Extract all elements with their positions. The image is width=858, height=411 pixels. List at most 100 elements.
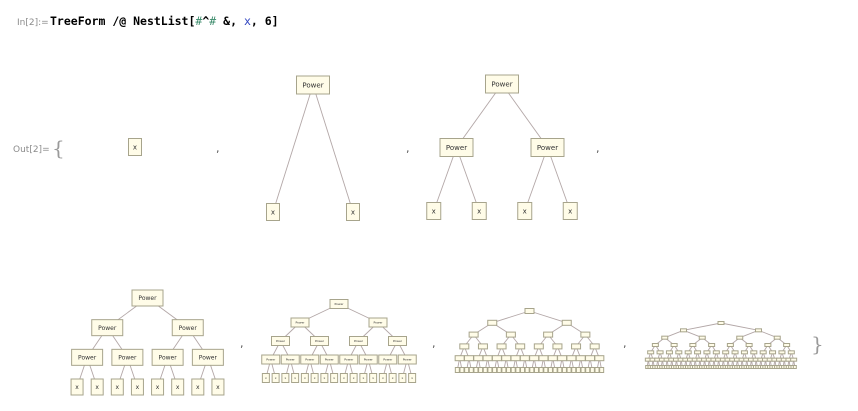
tree-power-node[interactable] [505,331,516,338]
tree-leaf-node[interactable]: x [211,378,225,396]
tree-power-node[interactable] [689,343,697,347]
tree-power-node[interactable] [585,355,596,362]
tree-leaf-node[interactable]: x [291,373,300,383]
tree-leaf-node[interactable] [464,367,470,373]
tree-power-node[interactable] [566,355,577,362]
tree-power-node[interactable] [557,355,568,362]
tree-power-node[interactable] [454,355,465,362]
tree-power-node[interactable] [783,343,791,347]
tree-leaf-node[interactable]: x [330,373,339,383]
tree-power-node[interactable] [769,350,777,355]
tree-power-node[interactable] [703,350,711,355]
tree-leaf-node[interactable]: x [281,373,290,383]
tree-power-node[interactable] [482,355,493,362]
tree-power-node[interactable] [473,355,484,362]
tree-leaf-node[interactable] [496,367,502,373]
tree-leaf-node[interactable] [589,367,595,373]
tree-leaf-node[interactable] [487,367,493,373]
tree-leaf-node[interactable] [580,367,586,373]
tree-power-node[interactable] [712,350,720,355]
tree-power-node[interactable] [589,343,600,350]
tree-leaf-node[interactable]: x [191,378,205,396]
tree-power-node[interactable]: Power [131,289,164,307]
tree-power-node[interactable] [529,355,540,362]
tree-power-node[interactable] [538,355,549,362]
tree-power-node[interactable] [594,355,605,362]
tree-leaf-node[interactable]: x [110,378,124,396]
tree-power-node[interactable]: Power [349,336,368,346]
tree-leaf-node[interactable] [566,367,572,373]
tree-leaf-node[interactable]: x [300,373,309,383]
tree-power-node[interactable] [491,355,502,362]
tree-leaf-node[interactable] [454,367,460,373]
tree-leaf-node[interactable] [533,367,539,373]
tree-power-node[interactable] [510,355,521,362]
tree-leaf-node[interactable] [506,367,512,373]
tree-power-node[interactable]: Power [530,138,565,157]
tree-leaf-node[interactable]: x [426,202,442,220]
tree-power-node[interactable]: Power [378,354,398,365]
tree-form-0[interactable]: x [128,138,142,156]
tree-leaf-node[interactable]: x [70,378,84,396]
tree-leaf-node[interactable]: x [266,203,280,221]
tree-power-node[interactable] [726,343,734,347]
tree-power-node[interactable] [651,343,659,347]
tree-power-node[interactable]: Power [290,317,310,328]
tree-power-node[interactable]: Power [91,319,124,337]
tree-leaf-node[interactable]: x [130,378,144,396]
tree-leaf-node[interactable]: x [388,373,397,383]
tree-power-node[interactable] [764,343,772,347]
tree-leaf-node[interactable]: x [310,373,319,383]
tree-leaf-node[interactable] [543,367,549,373]
tree-power-node[interactable] [698,335,706,340]
tree-leaf-node[interactable]: x [128,138,142,156]
tree-leaf-node[interactable] [529,367,535,373]
tree-form-5[interactable] [454,308,605,373]
tree-power-node[interactable] [571,343,582,350]
tree-power-node[interactable] [656,350,664,355]
tree-leaf-node[interactable] [599,367,605,373]
tree-leaf-node[interactable] [501,367,507,373]
tree-leaf-node[interactable] [473,367,479,373]
tree-power-node[interactable]: Power [71,348,104,366]
tree-power-node[interactable]: Power [388,336,407,346]
tree-power-node[interactable] [463,355,474,362]
tree-power-node[interactable] [501,355,512,362]
tree-leaf-node[interactable] [492,367,498,373]
tree-leaf-node[interactable]: x [151,378,165,396]
tree-power-node[interactable]: Power [319,354,339,365]
tree-leaf-node[interactable]: x [408,373,417,383]
tree-power-node[interactable] [684,350,692,355]
tree-power-node[interactable] [665,350,673,355]
tree-power-node[interactable] [468,331,479,338]
input-cell-code[interactable]: TreeForm /@ NestList[#^# &, x, 6] [50,14,279,28]
tree-power-node[interactable] [736,335,744,340]
tree-power-node[interactable] [496,343,507,350]
tree-power-node[interactable]: Power [171,319,204,337]
tree-power-node[interactable] [533,343,544,350]
tree-power-node[interactable]: Power [368,317,388,328]
tree-power-node[interactable] [740,350,748,355]
tree-leaf-node[interactable] [594,367,600,373]
tree-power-node[interactable]: Power [151,348,184,366]
tree-leaf-node[interactable]: x [398,373,407,383]
tree-power-node[interactable]: Power [397,354,417,365]
tree-leaf-node[interactable] [792,365,797,369]
tree-power-node[interactable] [773,335,781,340]
tree-power-node[interactable] [543,331,554,338]
tree-power-node[interactable]: Power [329,299,349,309]
tree-leaf-node[interactable]: x [471,202,487,220]
tree-leaf-node[interactable]: x [359,373,368,383]
tree-form-6[interactable] [644,321,798,369]
tree-power-node[interactable]: Power [261,354,281,365]
tree-leaf-node[interactable] [468,367,474,373]
tree-power-node[interactable]: Power [310,336,329,346]
tree-leaf-node[interactable] [520,367,526,373]
tree-leaf-node[interactable]: x [349,373,358,383]
tree-leaf-node[interactable]: x [369,373,378,383]
tree-power-node[interactable] [647,350,655,355]
